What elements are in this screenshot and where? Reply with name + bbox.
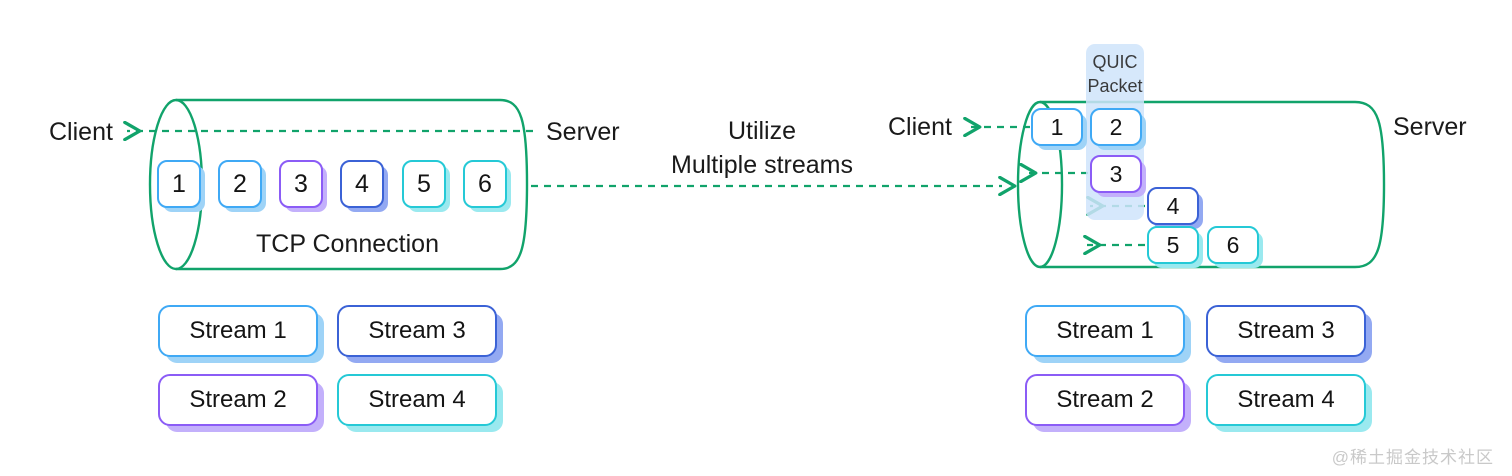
right-stream-2-label: Stream 2 [1056, 386, 1154, 413]
left-stream-4: Stream 4 [337, 374, 497, 426]
left-packet-3: 3 [279, 160, 323, 208]
left-stream-4-label: Stream 4 [368, 386, 466, 413]
left-client-label: Client [49, 118, 113, 146]
left-stream-1: Stream 1 [158, 305, 318, 357]
watermark: @稀土掘金技术社区 [1331, 448, 1494, 467]
left-stream-2: Stream 2 [158, 374, 318, 426]
right-packet-2-label: 2 [1109, 113, 1123, 140]
right-stream-4-label: Stream 4 [1237, 386, 1335, 413]
left-stream-1-label: Stream 1 [189, 317, 287, 344]
left-packet-6: 6 [463, 160, 507, 208]
right-packet-4: 4 [1147, 187, 1199, 225]
right-packet-3-label: 3 [1109, 160, 1123, 187]
right-stream-1: Stream 1 [1025, 305, 1185, 357]
quic-packet-label-line1: QUIC [1092, 52, 1138, 72]
left-packet-2-label: 2 [233, 169, 247, 198]
left-stream-3: Stream 3 [337, 305, 497, 357]
left-server-label: Server [546, 118, 620, 146]
quic-packet-label-line2: Packet [1087, 76, 1143, 96]
right-packet-6-label: 6 [1226, 231, 1240, 258]
right-server-label: Server [1393, 113, 1467, 141]
left-packet-1: 1 [157, 160, 201, 208]
left-stream-2-label: Stream 2 [189, 386, 287, 413]
right-packet-5: 5 [1147, 226, 1199, 264]
left-packet-4-label: 4 [355, 169, 369, 198]
right-stream-3-label: Stream 3 [1237, 317, 1335, 344]
right-stream-3: Stream 3 [1206, 305, 1366, 357]
right-packet-3: 3 [1090, 155, 1142, 193]
right-packet-1-label: 1 [1050, 113, 1064, 140]
left-packet-5-label: 5 [417, 169, 431, 198]
right-stream-4: Stream 4 [1206, 374, 1366, 426]
right-packet-4-label: 4 [1166, 192, 1180, 219]
left-packet-5: 5 [402, 160, 446, 208]
tcp-connection-label: TCP Connection [256, 230, 439, 258]
right-packet-6: 6 [1207, 226, 1259, 264]
middle-caption-line1: Utilize [727, 117, 797, 145]
left-packet-1-label: 1 [172, 169, 186, 198]
right-stream-1-label: Stream 1 [1056, 317, 1154, 344]
right-client-label: Client [888, 113, 952, 141]
middle-caption-line2: Multiple streams [671, 151, 853, 179]
left-packet-3-label: 3 [294, 169, 308, 198]
left-packet-4: 4 [340, 160, 384, 208]
left-stream-3-label: Stream 3 [368, 317, 466, 344]
right-packet-1: 1 [1031, 108, 1083, 146]
right-packet-5-label: 5 [1166, 231, 1180, 258]
left-packet-2: 2 [218, 160, 262, 208]
left-packet-6-label: 6 [478, 169, 492, 198]
right-stream-2: Stream 2 [1025, 374, 1185, 426]
right-packet-2: 2 [1090, 108, 1142, 146]
